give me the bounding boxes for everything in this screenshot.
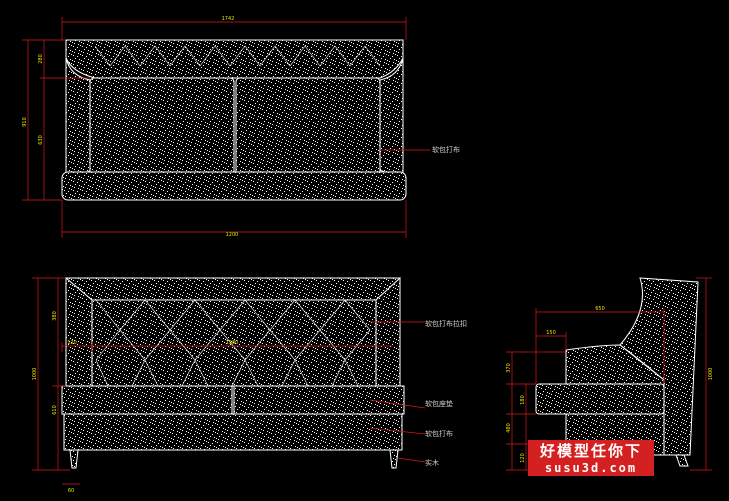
front-height-total: 1000 [32, 368, 38, 381]
front-view [61, 276, 405, 469]
front-seat-height: 610 [52, 405, 58, 415]
front-right-seat-cushion [233, 385, 405, 415]
top-dimensions [22, 17, 430, 238]
top-depth-total: 910 [22, 117, 28, 127]
front-leg-width: 60 [68, 488, 74, 494]
front-tuft-span: 1580 [226, 340, 239, 346]
front-tufting-diamonds [95, 299, 371, 387]
front-label-seat-cushion: 软包座垫 [425, 399, 453, 408]
front-dimensions [32, 277, 426, 485]
side-height-total: 1000 [708, 368, 714, 381]
top-front-rail [61, 171, 407, 201]
side-view [535, 277, 699, 469]
front-back-height: 380 [52, 311, 58, 321]
top-back-depth: 280 [38, 54, 44, 64]
top-label-fabric: 软包打布 [432, 145, 460, 154]
front-label-tufted: 软包打布拉扣 [425, 319, 467, 328]
top-view [61, 39, 407, 201]
side-depth: 650 [595, 306, 605, 312]
top-inner-width: 1200 [226, 232, 239, 238]
watermark-line2: susu3d.com [545, 461, 637, 475]
side-mid-b: 480 [506, 423, 512, 433]
side-upper: 370 [506, 363, 512, 373]
side-mid-a: 180 [520, 395, 526, 405]
watermark-background [528, 440, 654, 476]
front-label-wood: 实木 [425, 458, 439, 467]
front-base [63, 413, 403, 451]
front-left-seat-cushion [61, 385, 233, 415]
side-arm-depth: 150 [546, 330, 556, 336]
side-back-leg [675, 454, 689, 467]
front-arm-offset: 120 [67, 340, 77, 346]
top-seat-depth: 630 [38, 135, 44, 145]
front-label-fabric: 软包打布 [425, 429, 453, 438]
top-left-cushion [89, 77, 235, 179]
watermark: 好模型任你下 susu3d.com [528, 440, 654, 476]
top-back-outline [65, 39, 404, 79]
side-bottom: 120 [520, 453, 526, 463]
top-overall-width: 1742 [222, 16, 235, 22]
side-seat-cushion [535, 383, 665, 415]
top-right-cushion [235, 77, 381, 179]
front-left-leg [69, 449, 79, 469]
front-right-leg [389, 449, 399, 469]
top-tufting-lines [94, 45, 381, 67]
watermark-line1: 好模型任你下 [539, 442, 642, 460]
